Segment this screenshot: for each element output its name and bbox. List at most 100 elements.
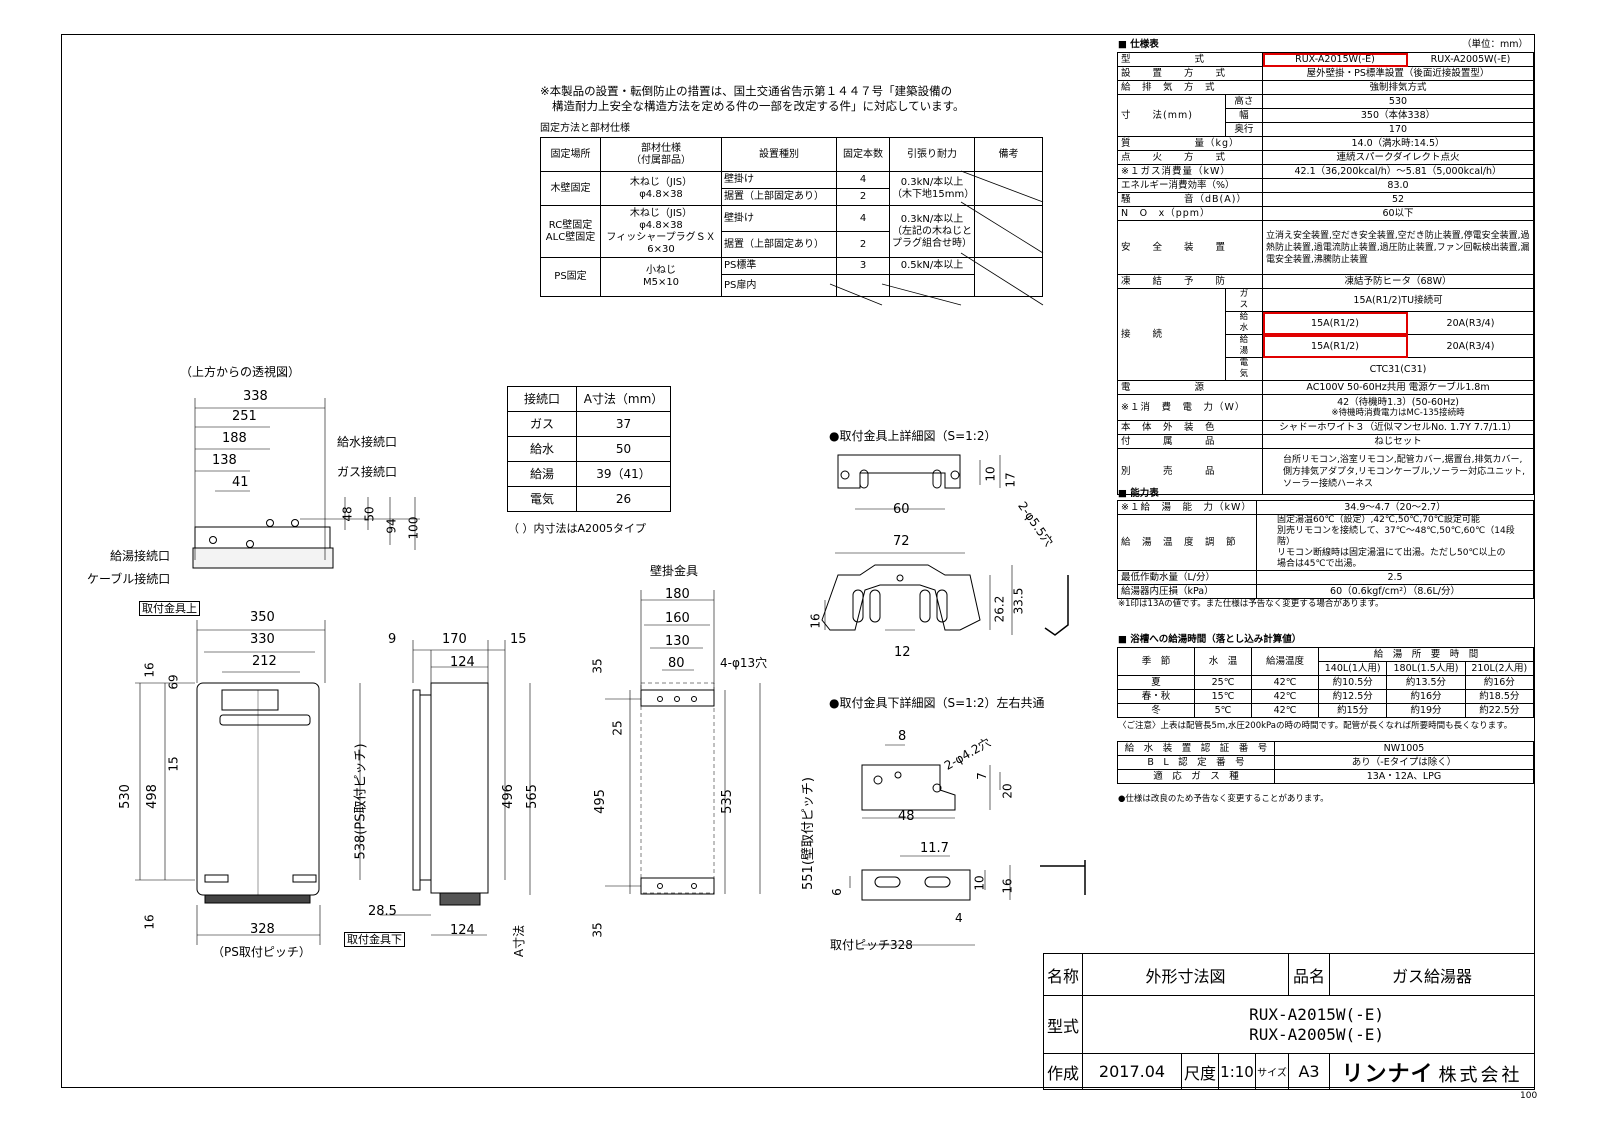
- tb-size-label: サイズ: [1255, 1053, 1289, 1090]
- label-water-inlet: 給水接続口: [337, 435, 398, 449]
- cell-ps-note: [974, 257, 1043, 297]
- conn-row-elec-val: 26: [576, 486, 671, 512]
- cap-minflow-value: 2.5: [1256, 570, 1534, 585]
- tb-made-value: 2017.04: [1082, 1053, 1182, 1090]
- detail-upper-title: ●取付金具上詳細図（S=1:2）: [829, 429, 997, 443]
- dim-l16: 16: [1000, 878, 1015, 894]
- cap-temp-value: 固定湯温60℃（設定）,42℃,50℃,70℃設定可能 別売リモコンを接続して、…: [1256, 514, 1534, 571]
- spec-noise-value: 52: [1262, 192, 1534, 207]
- bath-th-210: 210L(2人用): [1464, 661, 1535, 676]
- page-number: 100: [1520, 1091, 1538, 1101]
- dim-35-bottom: 35: [590, 922, 605, 938]
- spec-power-value: AC100V 50-60Hz共用 電源ケーブル1.8m: [1262, 380, 1534, 395]
- spec-freeze-label: 凍 結 予 防: [1117, 274, 1263, 289]
- dim-535: 535: [719, 789, 735, 814]
- spec-dim-h-label: 高さ: [1224, 94, 1264, 109]
- notice-line-1: ※本製品の設置・転倒防止の措置は、国土交通省告示第１４４７号「建築設備の: [540, 84, 953, 98]
- top-view-base: [192, 547, 334, 569]
- dim-130: 130: [665, 634, 690, 649]
- dim-180: 180: [665, 587, 690, 602]
- dim-d60: 60: [893, 502, 910, 517]
- spec-nox-label: N O x（ppm）: [1117, 206, 1263, 221]
- spec-ignition-value: 連続スパークダイレクト点火: [1262, 150, 1534, 165]
- spec-install-value: 屋外壁掛・PS標準設置（後面近接設置型）: [1262, 66, 1534, 81]
- spec-noise-label: 騒 音（dB(A)）: [1117, 192, 1263, 207]
- cell-rc-place: RC壁固定 ALC壁固定: [540, 205, 601, 258]
- spec-conn-gas-label: ガ ス: [1224, 288, 1265, 312]
- spec-safety-label: 安 全 装 置: [1117, 220, 1263, 275]
- dim-d10: 10: [983, 466, 998, 482]
- dim-15-side: 15: [510, 632, 527, 647]
- spec-power-label: 電 源: [1117, 380, 1263, 395]
- capacity-table: ※１給 湯 能 力（kW）34.9～4.7（20～2.7） 給 湯 温 度 調 …: [1117, 500, 1534, 599]
- fixing-table-caption: 固定方法と部材仕様: [540, 123, 630, 134]
- dim-69: 69: [166, 674, 181, 690]
- conn-th-1: A寸法（mm）: [576, 386, 671, 412]
- dim-l8: 8: [898, 729, 907, 744]
- dim-a: A寸法: [512, 924, 527, 958]
- tb-made-label: 作成: [1043, 1053, 1083, 1090]
- cert-bl-label: B L 認 定 番 号: [1117, 755, 1275, 770]
- spec-conn-hot-a: 15A(R1/2): [1262, 334, 1408, 358]
- top-view-title: （上方からの透視図）: [180, 365, 301, 379]
- bracket-title: 壁掛金具: [650, 564, 699, 578]
- bracket-lower: [640, 877, 715, 895]
- bath-spring-180: 約16分: [1386, 689, 1466, 704]
- dim-50: 50: [362, 506, 377, 522]
- bath-winter-180: 約19分: [1386, 703, 1466, 718]
- dim-d72: 72: [893, 534, 910, 549]
- dim-41: 41: [232, 475, 249, 490]
- spec-sep-label: 別 売 品: [1117, 448, 1263, 495]
- spec-gas-consume-value: 42.1（36,200kcal/h）～5.81（5,000kcal/h）: [1262, 164, 1534, 179]
- conn-row-elec: 電気: [507, 486, 577, 512]
- bath-winter-140: 約15分: [1317, 703, 1388, 718]
- dim-4-13-hole: 4-φ13穴: [720, 656, 768, 670]
- spec-unit: （単位：mm）: [1462, 39, 1529, 50]
- dim-ps-pitch: （PS取付ピッチ）: [212, 945, 311, 959]
- dim-538: 538(PS取付ピッチ): [353, 743, 369, 860]
- dim-l11-7: 11.7: [920, 841, 949, 856]
- spec-dim-w-value: 350（本体338）: [1262, 108, 1534, 123]
- dim-d12: 12: [894, 645, 911, 660]
- spec-efficiency-label: エネルギー消費効率（%）: [1117, 178, 1263, 193]
- dim-35-top: 35: [590, 658, 605, 674]
- spec-consume-value1: 42（待機時1.3）(50-60Hz): [1337, 396, 1459, 408]
- dim-15: 15: [166, 756, 181, 772]
- dim-551: 551(壁取付ピッチ): [801, 777, 816, 890]
- spec-install-label: 設 置 方 式: [1117, 66, 1263, 81]
- dim-350: 350: [250, 610, 275, 625]
- bath-summer: 夏: [1117, 675, 1195, 690]
- dim-28-5: 28.5: [368, 904, 397, 919]
- tb-model-label: 型式: [1043, 995, 1083, 1054]
- dim-124-bottom: 124: [450, 923, 475, 938]
- spec-safety-value: 立消え安全装置,空だき安全装置,空だき防止装置,停電安全装置,過熱防止装置,過電…: [1262, 220, 1534, 275]
- fixing-table-slashes: [829, 170, 1044, 306]
- spec-conn-elec-value: CTC31(C31): [1262, 357, 1534, 381]
- cert-bl-value: あり（-Eタイプは除く）: [1274, 755, 1534, 770]
- spec-sep-value: 台所リモコン,浴室リモコン,配管カバー,据置台,排気カバー,側方排気アダプタ,リ…: [1262, 448, 1534, 495]
- bath-spring-water: 15℃: [1194, 689, 1252, 704]
- dim-25: 25: [610, 720, 625, 736]
- detail-upper-bracket: [821, 564, 981, 631]
- dim-496: 496: [500, 784, 516, 809]
- spec-section-title: ■ 仕様表: [1118, 39, 1159, 50]
- tb-product-value: ガス給湯器: [1329, 953, 1535, 996]
- cert-footnote: ●仕様は改良のため予告なく変更することがあります。: [1118, 794, 1329, 804]
- bath-spring-210: 約18.5分: [1464, 689, 1535, 704]
- dim-170: 170: [442, 632, 467, 647]
- spec-conn-hot-b: 20A(R3/4): [1407, 334, 1534, 358]
- spec-dim-d-label: 奥行: [1224, 122, 1264, 137]
- bath-table: 季 節 水 温 給湯温度 給 湯 所 要 時 間 140L(1人用) 180L(…: [1117, 647, 1535, 718]
- dim-338: 338: [243, 389, 268, 404]
- conn-row-water: 給水: [507, 436, 577, 462]
- spec-consume-value2: ※待機時消費電力はMC-135接続時: [1331, 407, 1465, 418]
- spec-model-a: RUX-A2015W(-E): [1262, 52, 1408, 67]
- dim-498: 498: [144, 784, 160, 809]
- tb-name-value: 外形寸法図: [1082, 953, 1289, 996]
- dim-328: 328: [250, 922, 275, 937]
- dim-d16: 16: [808, 613, 823, 629]
- dim-l48: 48: [898, 809, 915, 824]
- bath-spring: 春・秋: [1117, 689, 1195, 704]
- dim-495: 495: [592, 789, 608, 814]
